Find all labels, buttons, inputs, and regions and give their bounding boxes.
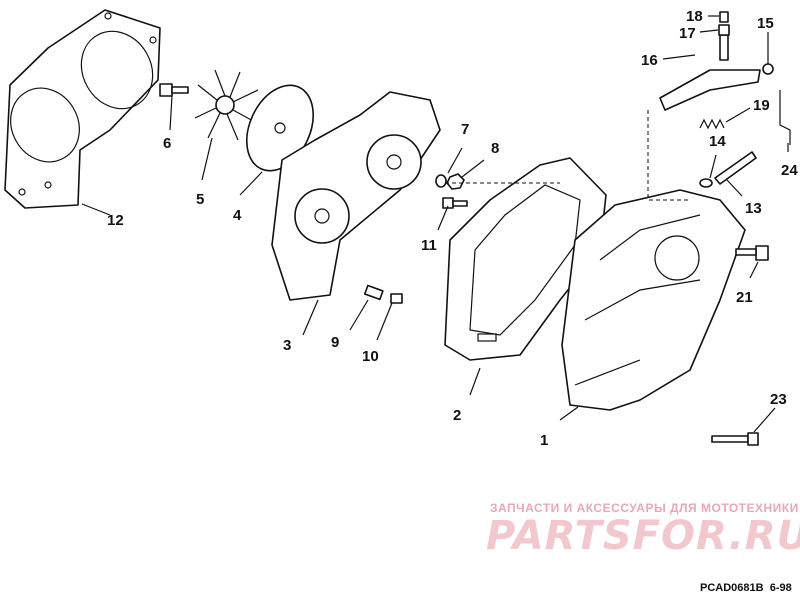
part-4-impeller-plate — [246, 84, 314, 172]
callout-8: 8 — [491, 140, 499, 157]
callout-23: 23 — [770, 391, 787, 408]
part-19-spring — [699, 118, 725, 130]
callout-1: 1 — [540, 432, 548, 449]
watermark-logo: PARTSFOR.RU — [486, 513, 800, 559]
part-15-cap — [762, 63, 774, 75]
part-23-bolt — [711, 432, 759, 446]
part-18-pin — [719, 11, 729, 23]
callout-24: 24 — [781, 162, 798, 179]
part-10-plug — [390, 293, 403, 304]
part-8-nut — [446, 173, 465, 190]
callout-16: 16 — [641, 52, 658, 69]
part-16-lever — [659, 34, 761, 111]
callout-17: 17 — [679, 25, 696, 42]
callout-7: 7 — [461, 121, 469, 138]
callout-9: 9 — [331, 334, 339, 351]
callout-11: 11 — [421, 237, 437, 254]
drawing-code-number: PCAD0681B — [700, 582, 764, 594]
part-13-valve-shaft — [714, 151, 757, 185]
drawing-code: PCAD0681B 6-98 — [700, 582, 792, 594]
watermark-caption: ЗАПЧАСТИ И АКСЕССУАРЫ ДЛЯ МОТОТЕХНИКИ — [490, 501, 799, 515]
callout-2: 2 — [453, 407, 461, 424]
callout-10: 10 — [362, 348, 379, 365]
part-9-fitting — [363, 284, 384, 301]
callout-5: 5 — [196, 191, 204, 208]
callout-6: 6 — [163, 135, 171, 152]
callout-14: 14 — [709, 133, 726, 150]
callout-15: 15 — [757, 15, 774, 32]
callout-19: 19 — [753, 97, 770, 114]
part-7-washer — [435, 174, 447, 188]
part-5-impeller — [194, 69, 259, 141]
part-2-gasket — [444, 157, 607, 361]
part-21-screw — [735, 245, 769, 261]
drawing-code-date: 6-98 — [769, 582, 792, 594]
part-14-grommet — [699, 178, 713, 188]
part-17-clip — [718, 24, 730, 36]
part-6-screw — [159, 83, 189, 97]
part-12-gasket — [4, 9, 161, 209]
part-3-pump-plate — [271, 91, 441, 301]
callout-21: 21 — [736, 289, 753, 306]
part-24-link-rod — [779, 90, 791, 145]
callout-4: 4 — [233, 207, 242, 224]
callout-18: 18 — [686, 8, 703, 25]
callout-numbers: 1 2 3 4 5 6 7 8 9 10 11 12 13 14 15 16 1… — [107, 8, 798, 449]
part-11-screw — [442, 197, 468, 209]
leader-lines — [81, 15, 789, 433]
callout-12: 12 — [107, 212, 124, 229]
part-1-housing — [561, 189, 746, 411]
callout-13: 13 — [745, 200, 762, 217]
callout-3: 3 — [283, 337, 291, 354]
